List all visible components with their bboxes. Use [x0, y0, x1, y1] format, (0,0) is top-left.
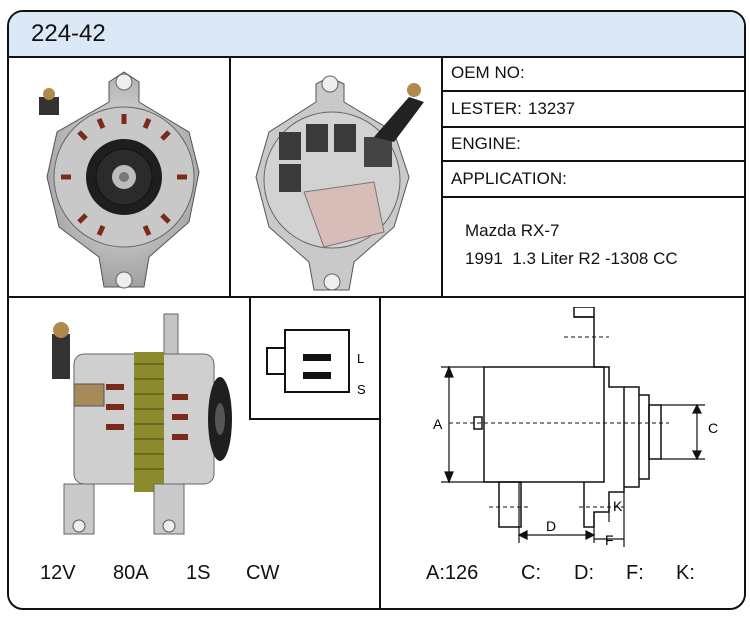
- application-row: APPLICATION:: [443, 162, 744, 198]
- plug-connector-diagram: L S: [266, 329, 366, 397]
- oem-row: OEM NO:: [443, 56, 744, 92]
- divider: [249, 418, 381, 420]
- plug-terminal-s: S: [357, 382, 366, 397]
- spec-amperage: 80A: [113, 562, 149, 584]
- dim-label-c: C: [708, 420, 718, 436]
- oem-label: OEM NO:: [451, 63, 525, 82]
- application-label: APPLICATION:: [451, 169, 567, 188]
- dim-value-d: D:: [574, 562, 594, 584]
- spec-voltage: 12V: [40, 562, 76, 584]
- lester-value: 13237: [527, 99, 576, 118]
- application-line-1: Mazda RX-7: [465, 221, 560, 240]
- divider: [229, 56, 231, 296]
- header-bar: 224-42: [9, 12, 744, 58]
- lester-label: LESTER:: [451, 99, 522, 118]
- plug-terminal-l: L: [357, 351, 364, 366]
- product-card: 224-42 OEM NO: LESTER: 13237 ENGINE: APP…: [7, 10, 746, 610]
- alternator-side-photo: [52, 313, 232, 535]
- dim-value-k: K:: [676, 562, 695, 584]
- application-line-2: 1991 1.3 Liter R2 -1308 CC: [465, 249, 678, 268]
- dim-label-f: F: [605, 532, 614, 548]
- engine-label: ENGINE:: [451, 134, 521, 153]
- divider: [441, 56, 443, 296]
- part-number: 224-42: [31, 20, 106, 47]
- divider: [9, 296, 744, 298]
- spec-type: 1S: [186, 562, 211, 584]
- dim-value-a: A:126: [426, 562, 479, 584]
- dim-label-a: A: [433, 416, 443, 432]
- dim-label-d: D: [546, 518, 556, 534]
- dim-value-f: F:: [626, 562, 644, 584]
- dim-label-k: K: [613, 498, 623, 514]
- dim-value-c: C:: [521, 562, 541, 584]
- divider: [379, 296, 381, 608]
- divider: [249, 296, 251, 420]
- alternator-rear-photo: [255, 75, 424, 291]
- dimension-drawing: A C D F K: [433, 307, 718, 548]
- lester-row: LESTER: 13237: [443, 92, 744, 128]
- engine-row: ENGINE:: [443, 128, 744, 162]
- alternator-front-photo: [39, 71, 200, 289]
- spec-rotation: CW: [246, 562, 280, 584]
